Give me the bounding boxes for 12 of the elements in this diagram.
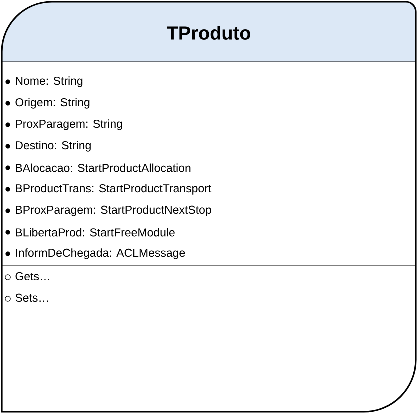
attribute-item: BLibertaProd: StartFreeModule bbox=[6, 228, 175, 237]
attribute-item: ProxParagem: String bbox=[6, 120, 122, 130]
class-name: TProduto bbox=[167, 26, 250, 40]
attribute-item: BProductTrans: StartProductTransport bbox=[6, 184, 212, 195]
attribute-item: Destino: String bbox=[6, 141, 91, 152]
attribute-item: Nome: String bbox=[6, 76, 83, 88]
attribute-item: Origem: String bbox=[6, 98, 90, 109]
attribute-item: InformDeChegada: ACLMessage bbox=[6, 248, 186, 260]
attribute-item: BAlocacao: StartProductAllocation bbox=[6, 164, 191, 172]
method-item: Gets… bbox=[5, 272, 50, 281]
method-item: Sets… bbox=[5, 294, 48, 302]
attribute-item: BProxParagem: StartProductNextStop bbox=[6, 206, 212, 216]
